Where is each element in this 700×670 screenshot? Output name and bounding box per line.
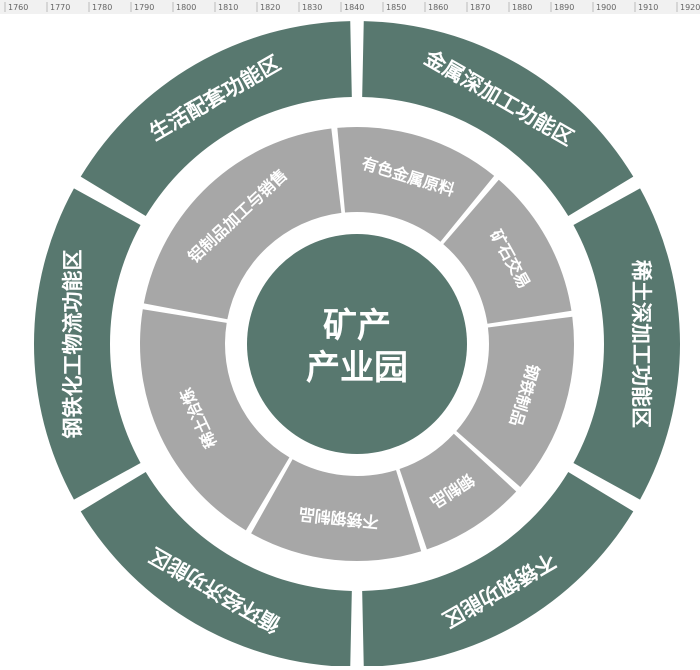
outer-segment [573, 188, 681, 500]
ruler-label: 1830 [302, 3, 322, 12]
ruler-label: 1840 [344, 3, 364, 12]
middle-segment [337, 126, 495, 242]
ruler-label: 1890 [554, 3, 574, 12]
middle-segment [443, 179, 572, 324]
outer-segment [33, 188, 141, 500]
ruler-label: 1900 [596, 3, 616, 12]
ruler-label: 1910 [638, 3, 658, 12]
ruler-label: 1850 [386, 3, 406, 12]
outer-segment [362, 471, 634, 667]
ruler-label: 1870 [470, 3, 490, 12]
ruler-label: 1800 [176, 3, 196, 12]
middle-segment [143, 128, 342, 320]
middle-ring: 铝制品加工与销售有色金属原料矿石交易钢铁制品铜制品不锈钢制品稀土冶炼 [140, 126, 575, 562]
ruler-label: 1810 [218, 3, 238, 12]
middle-segment [140, 309, 290, 531]
outer-segment [362, 21, 634, 217]
center-title-line2: 产业园 [306, 348, 408, 388]
middle-segment [456, 316, 575, 487]
outer-segment-label: 稀土深加工功能区 [629, 260, 653, 428]
middle-segment [251, 459, 422, 562]
ruler-bar [0, 0, 700, 14]
ruler-label: 1860 [428, 3, 448, 12]
ruler-label: 1780 [92, 3, 112, 12]
ruler-label: 1790 [134, 3, 154, 12]
outer-segment [80, 471, 352, 667]
middle-segment [399, 433, 517, 550]
ruler-label: 1820 [260, 3, 280, 12]
outer-segment-label: 钢铁化工物流功能区 [61, 250, 85, 439]
ruler-label: 1760 [8, 3, 28, 12]
outer-segment [80, 21, 352, 217]
ruler-label: 1770 [50, 3, 70, 12]
center-title-line1: 矿产 [323, 306, 391, 346]
ruler-labels: 1760 1770 1780 1790 1800 1810 1820 1830 1840 1850… [4, 2, 700, 12]
center-circle [247, 234, 467, 454]
ruler-label: 1880 [512, 3, 532, 12]
ruler-label: 1920 [680, 3, 700, 12]
